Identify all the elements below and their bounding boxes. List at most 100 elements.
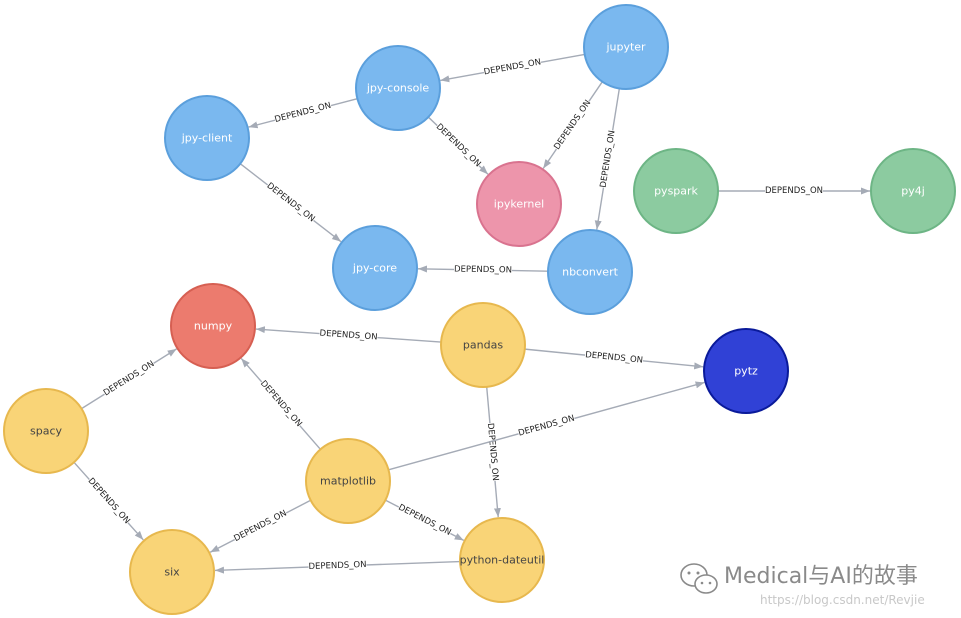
node-label: jpy-core — [352, 262, 397, 275]
node-pytz[interactable]: pytz — [703, 328, 789, 414]
edge-label-background — [453, 263, 513, 276]
edge-label: DEPENDS_ON — [86, 476, 132, 526]
edge-label-background — [101, 358, 157, 399]
edge-label: DEPENDS_ON — [434, 122, 483, 169]
edge-label: DEPENDS_ON — [485, 423, 500, 482]
edge-label-background — [396, 501, 454, 538]
node-circle[interactable] — [476, 161, 562, 247]
edge-matplotlib-to-python-dateutil: DEPENDS_ON — [385, 499, 465, 541]
node-circle[interactable] — [633, 148, 719, 234]
edge-matplotlib-to-pytz: DEPENDS_ON — [388, 381, 705, 471]
wechat-icon — [680, 563, 718, 594]
node-circle[interactable] — [3, 388, 89, 474]
node-spacy[interactable]: spacy — [3, 388, 89, 474]
edge-label: DEPENDS_ON — [552, 98, 593, 152]
node-jpy-console[interactable]: jpy-console — [355, 45, 441, 131]
edge-pyspark-to-py4j: DEPENDS_ON — [718, 185, 870, 196]
edge-label-background — [273, 99, 333, 126]
edge-spacy-to-six: DEPENDS_ON — [73, 461, 144, 541]
edge-label: DEPENDS_ON — [265, 181, 317, 224]
edge-label-background — [85, 475, 133, 527]
edge-label: DEPENDS_ON — [454, 264, 512, 275]
edge-label-background — [516, 412, 576, 439]
node-circle[interactable] — [332, 225, 418, 311]
edge-label: DEPENDS_ON — [232, 509, 288, 545]
edge-label-background — [433, 121, 484, 170]
edge-label-background — [597, 129, 618, 189]
edge-jpy-console-to-ipykernel: DEPENDS_ON — [427, 116, 489, 175]
edge-label-background — [551, 97, 594, 152]
edge-label-background — [484, 422, 501, 482]
node-label: six — [164, 566, 180, 579]
node-circle[interactable] — [703, 328, 789, 414]
edge-python-dateutil-to-six: DEPENDS_ON — [214, 558, 461, 574]
node-circle[interactable] — [164, 95, 250, 181]
nodes-layer: jupyter jpy-console jpy-client ipykernel jpy… — [3, 4, 956, 615]
node-python-dateutil[interactable]: python-dateutil — [459, 517, 545, 603]
edge-label: DEPENDS_ON — [517, 414, 576, 439]
edge-label: DEPENDS_ON — [102, 359, 156, 398]
edge-label-background — [308, 558, 367, 573]
edge-label: DEPENDS_ON — [765, 186, 823, 196]
node-numpy[interactable]: numpy — [170, 283, 256, 369]
node-label: jpy-console — [366, 82, 430, 95]
node-label: jupyter — [605, 41, 646, 54]
node-circle[interactable] — [547, 229, 633, 315]
node-matplotlib[interactable]: matplotlib — [305, 438, 391, 524]
node-label: py4j — [901, 185, 925, 198]
node-circle[interactable] — [870, 148, 956, 234]
node-py4j[interactable]: py4j — [870, 148, 956, 234]
node-circle[interactable] — [355, 45, 441, 131]
node-nbconvert[interactable]: nbconvert — [547, 229, 633, 315]
node-label: ipykernel — [494, 198, 544, 211]
edge-jpy-client-to-jpy-core: DEPENDS_ON — [239, 163, 342, 243]
edge-label: DEPENDS_ON — [483, 57, 542, 77]
edge-label: DEPENDS_ON — [396, 503, 452, 538]
edge-jupyter-to-ipykernel: DEPENDS_ON — [542, 81, 603, 169]
node-label: matplotlib — [320, 475, 376, 488]
watermark-url: https://blog.csdn.net/Revjie — [760, 593, 925, 607]
edge-label-background — [319, 327, 378, 343]
watermark-title: Medical与AI的故事 — [724, 564, 918, 589]
node-label: pyspark — [654, 185, 698, 198]
node-label: python-dateutil — [460, 554, 545, 567]
edge-pandas-to-python-dateutil: DEPENDS_ON — [484, 386, 501, 518]
edge-label-background — [258, 378, 305, 430]
edge-jupyter-to-jpy-console: DEPENDS_ON — [440, 53, 585, 83]
edge-label-background — [264, 180, 318, 225]
node-label: numpy — [194, 320, 233, 333]
node-circle[interactable] — [583, 4, 669, 90]
node-jupyter[interactable]: jupyter — [583, 4, 669, 90]
edge-label: DEPENDS_ON — [274, 101, 333, 125]
node-circle[interactable] — [459, 517, 545, 603]
node-pandas[interactable]: pandas — [440, 302, 526, 388]
edge-matplotlib-to-numpy: DEPENDS_ON — [240, 357, 321, 450]
edge-spacy-to-numpy: DEPENDS_ON — [81, 348, 177, 410]
node-pyspark[interactable]: pyspark — [633, 148, 719, 234]
node-label: spacy — [30, 425, 63, 438]
node-circle[interactable] — [129, 529, 215, 615]
node-circle[interactable] — [305, 438, 391, 524]
node-circle[interactable] — [170, 283, 256, 369]
node-jpy-client[interactable]: jpy-client — [164, 95, 250, 181]
edge-label: DEPENDS_ON — [599, 130, 618, 189]
node-ipykernel[interactable]: ipykernel — [476, 161, 562, 247]
node-label: pytz — [734, 365, 758, 378]
edge-matplotlib-to-six: DEPENDS_ON — [209, 499, 312, 553]
edge-jupyter-to-nbconvert: DEPENDS_ON — [594, 88, 621, 230]
edge-label-background — [231, 507, 289, 545]
edge-pandas-to-numpy: DEPENDS_ON — [255, 326, 442, 343]
edge-label: DEPENDS_ON — [308, 560, 366, 572]
node-jpy-core[interactable]: jpy-core — [332, 225, 418, 311]
edge-label: DEPENDS_ON — [585, 350, 644, 366]
edge-label: DEPENDS_ON — [319, 329, 378, 343]
edge-label: DEPENDS_ON — [258, 379, 304, 429]
node-label: nbconvert — [562, 266, 619, 279]
node-label: pandas — [463, 339, 503, 352]
node-label: jpy-client — [181, 132, 233, 145]
node-circle[interactable] — [440, 302, 526, 388]
watermark: Medical与AI的故事 https://blog.csdn.net/Revj… — [680, 563, 925, 607]
edge-pandas-to-pytz: DEPENDS_ON — [524, 348, 704, 370]
node-six[interactable]: six — [129, 529, 215, 615]
edge-label-background — [584, 349, 644, 366]
